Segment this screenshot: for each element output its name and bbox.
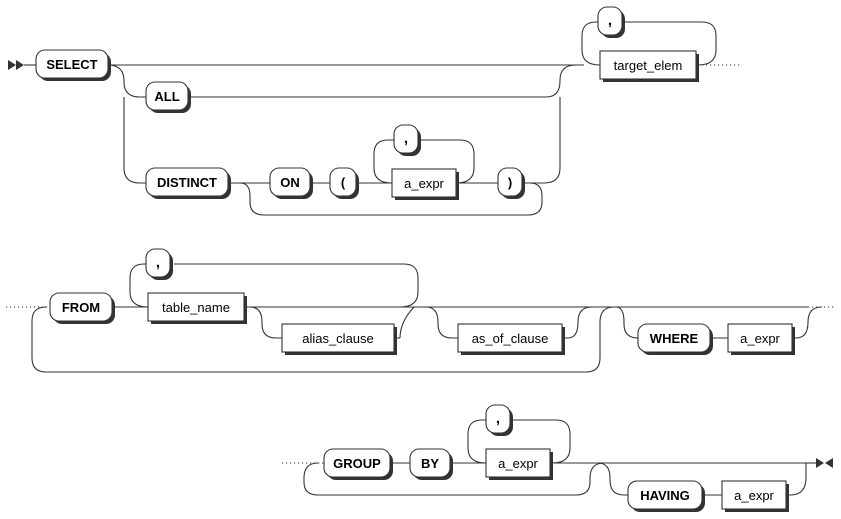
distinct-keyword: DISTINCT — [145, 167, 231, 199]
svg-text:,: , — [404, 130, 408, 147]
a-expr-nonterminal: a_expr — [485, 448, 553, 480]
svg-text:): ) — [508, 175, 512, 190]
svg-text:target_elem: target_elem — [614, 58, 683, 73]
svg-text:DISTINCT: DISTINCT — [157, 175, 217, 190]
lparen-keyword: ( — [329, 167, 359, 199]
comma-keyword: , — [145, 248, 173, 280]
all-keyword: ALL — [145, 81, 191, 113]
on-keyword: ON — [269, 167, 313, 199]
svg-text:FROM: FROM — [62, 300, 100, 315]
comma-keyword: , — [485, 404, 513, 436]
having-keyword: HAVING — [627, 480, 705, 512]
svg-text:SELECT: SELECT — [46, 57, 97, 72]
from-keyword: FROM — [49, 292, 115, 324]
svg-text:(: ( — [341, 175, 346, 190]
a-expr-nonterminal: a_expr — [391, 168, 459, 200]
svg-text:a_expr: a_expr — [734, 488, 774, 503]
a-expr-nonterminal: a_expr — [727, 323, 795, 355]
a-expr-nonterminal: a_expr — [721, 480, 789, 512]
end-arrow-icon — [816, 458, 833, 468]
svg-text:WHERE: WHERE — [650, 331, 699, 346]
svg-text:a_expr: a_expr — [498, 456, 538, 471]
svg-text:BY: BY — [421, 456, 439, 471]
alias-clause-nonterminal: alias_clause — [281, 323, 397, 355]
row-from: FROM , table_name alias_clause as_of_cla… — [6, 248, 836, 373]
svg-text:table_name: table_name — [162, 300, 230, 315]
where-keyword: WHERE — [637, 323, 713, 355]
table-name-nonterminal: table_name — [147, 292, 247, 324]
rparen-keyword: ) — [497, 167, 525, 199]
svg-text:alias_clause: alias_clause — [302, 331, 374, 346]
select-keyword: SELECT — [35, 49, 111, 81]
by-keyword: BY — [409, 448, 453, 480]
start-arrow-icon — [8, 60, 24, 70]
svg-text:,: , — [156, 254, 160, 271]
comma-keyword: , — [597, 6, 625, 38]
svg-text:ON: ON — [280, 175, 300, 190]
comma-keyword: , — [393, 124, 421, 156]
group-keyword: GROUP — [323, 448, 393, 480]
row-select: SELECT ALL DISTINCT ON ( , — [8, 6, 740, 216]
svg-text:,: , — [608, 12, 612, 29]
svg-text:a_expr: a_expr — [740, 331, 780, 346]
svg-text:as_of_clause: as_of_clause — [472, 331, 549, 346]
as-of-clause-nonterminal: as_of_clause — [457, 323, 565, 355]
svg-text:GROUP: GROUP — [333, 456, 381, 471]
svg-text:ALL: ALL — [154, 89, 179, 104]
svg-text:,: , — [496, 410, 500, 427]
svg-text:a_expr: a_expr — [404, 176, 444, 191]
row-group-by: GROUP BY , a_expr HAVING a_expr — [282, 404, 833, 512]
target-elem-nonterminal: target_elem — [599, 50, 699, 82]
svg-text:HAVING: HAVING — [640, 488, 690, 503]
